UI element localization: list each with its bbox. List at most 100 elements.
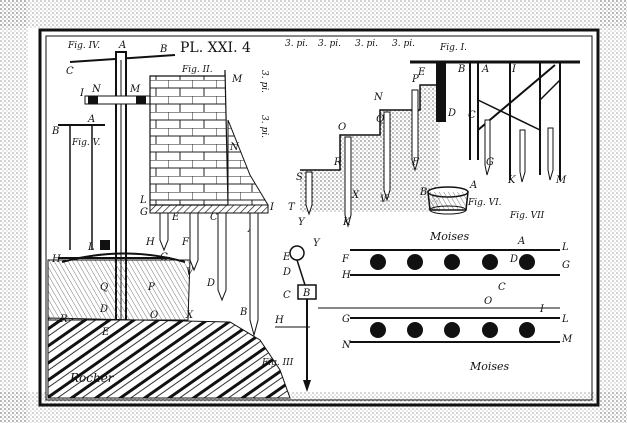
svg-text:E: E [417, 67, 426, 78]
svg-text:K: K [342, 217, 351, 228]
scan-noise-right [600, 0, 627, 423]
figure-vi-tub: Fig. VI. A B [419, 180, 502, 215]
svg-text:A: A [118, 40, 126, 51]
svg-text:Q: Q [100, 282, 108, 293]
svg-text:A: A [517, 236, 525, 247]
svg-text:N: N [91, 84, 102, 95]
svg-text:R: R [333, 157, 342, 168]
svg-text:I: I [269, 202, 275, 213]
plate-title: PL. XXI. 4 [180, 40, 251, 56]
svg-text:I: I [539, 304, 545, 315]
svg-text:E: E [282, 252, 291, 263]
fig-iv-label: Fig. IV. [67, 41, 100, 51]
svg-text:A: A [481, 64, 489, 75]
svg-text:N: N [229, 142, 240, 153]
svg-text:T: T [288, 202, 296, 213]
bottom-right-caption: Moises [469, 360, 510, 373]
svg-text:Y: Y [298, 217, 306, 228]
svg-text:L: L [139, 195, 147, 206]
svg-text:X: X [351, 190, 360, 201]
svg-text:G: G [562, 260, 570, 271]
svg-text:G: G [486, 157, 494, 168]
plate-frame-inner [45, 35, 593, 401]
fig-i-label: Fig. I. [439, 43, 467, 53]
svg-text:F: F [411, 157, 420, 168]
scan-noise-top [0, 0, 627, 28]
svg-text:O: O [484, 296, 492, 307]
svg-text:B: B [239, 307, 247, 318]
svg-text:D: D [509, 254, 518, 265]
figure-ii-wall: Fig. II. M N L G E C A I T F D B H [139, 65, 296, 337]
svg-text:M: M [129, 84, 141, 95]
svg-text:G: G [342, 314, 350, 325]
svg-text:I: I [79, 88, 85, 99]
rocher-caption: Rocher [69, 371, 115, 385]
vertical-scale-label: 3. pi. [259, 115, 269, 138]
svg-text:L: L [561, 242, 569, 253]
svg-text:C: C [283, 290, 291, 301]
svg-text:F: F [181, 237, 190, 248]
svg-text:F: F [341, 254, 350, 265]
svg-text:B: B [159, 44, 167, 55]
svg-text:S: S [296, 172, 303, 183]
figure-vii-pile-rows: Fig. VII Moises F H L G D C A G N [318, 211, 573, 373]
svg-text:E: E [171, 212, 180, 223]
svg-text:P: P [411, 74, 419, 85]
svg-text:M: M [555, 175, 567, 186]
svg-text:V: V [186, 267, 195, 278]
svg-text:B: B [457, 64, 465, 75]
figure-iii-machine: Fig. III B E D C Y H [261, 238, 321, 392]
svg-text:G: G [160, 252, 168, 263]
svg-text:X: X [185, 310, 194, 321]
vertical-scale-label: 3. pi. [259, 70, 269, 93]
scale-label: 3. pi. [318, 39, 341, 49]
scale-labels: 3. pi. 3. pi. 3. pi. 3. pi. 3. pi. 3. pi… [259, 39, 415, 138]
svg-text:G: G [140, 207, 148, 218]
scale-label: 3. pi. [392, 39, 415, 49]
svg-text:O: O [338, 122, 346, 133]
svg-text:L: L [87, 242, 95, 253]
svg-text:O: O [150, 310, 158, 321]
svg-text:D: D [447, 108, 456, 119]
svg-text:B: B [51, 126, 59, 137]
svg-text:M: M [561, 334, 573, 345]
fig-v-label: Fig. V. [71, 138, 101, 148]
scan-noise-left [0, 0, 28, 423]
svg-text:V: V [380, 194, 389, 205]
svg-text:N: N [341, 340, 352, 351]
fig-vi-label: Fig. VI. [467, 198, 502, 208]
svg-text:C: C [468, 110, 476, 121]
svg-text:A: A [87, 114, 95, 125]
svg-text:Y: Y [313, 238, 321, 249]
svg-text:H: H [145, 237, 155, 248]
svg-text:K: K [507, 175, 516, 186]
figure-i-frame: Fig. I. E B A D C I G K M [410, 43, 580, 186]
svg-text:C: C [498, 282, 506, 293]
svg-text:B: B [302, 288, 310, 299]
svg-text:N: N [373, 92, 384, 103]
svg-text:Q: Q [376, 114, 384, 125]
svg-text:D: D [282, 267, 291, 278]
scale-label: 3. pi. [355, 39, 378, 49]
rock-strata: Rocher Q P O D E V X R G [47, 252, 291, 399]
svg-text:H: H [341, 270, 351, 281]
svg-text:P: P [147, 282, 155, 293]
scale-label: 3. pi. [285, 39, 308, 49]
fig-ii-label: Fig. II. [181, 65, 213, 75]
fig-iii-label: Fig. III [261, 358, 294, 368]
stepped-ground-profile: S R O Q N P X V F Y K [296, 74, 440, 228]
plate-frame-outer [38, 28, 600, 407]
svg-text:D: D [99, 304, 108, 315]
svg-text:R: R [59, 314, 68, 325]
svg-text:B: B [419, 187, 427, 198]
fig-vii-label: Fig. VII [509, 211, 545, 221]
svg-text:L: L [561, 314, 569, 325]
svg-text:E: E [101, 327, 110, 338]
svg-text:M: M [231, 74, 243, 85]
svg-text:D: D [206, 278, 215, 289]
svg-text:C: C [210, 212, 218, 223]
svg-text:C: C [66, 66, 74, 77]
svg-text:I: I [511, 64, 517, 75]
svg-text:A: A [469, 180, 477, 191]
